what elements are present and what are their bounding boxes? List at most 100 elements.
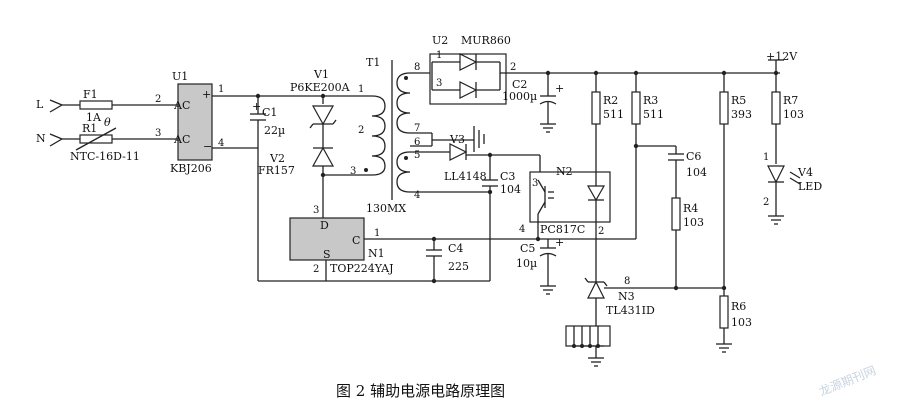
- v4-part: LED: [798, 180, 822, 193]
- u1-ac-bot: AC: [173, 133, 190, 146]
- tl431-ground-pins: [565, 325, 611, 367]
- t1-pin8: 8: [414, 62, 420, 73]
- figure-caption: 图 2 辅助电源电路原理图: [336, 382, 505, 400]
- line-label: L: [36, 98, 44, 111]
- c1-ref: C1: [262, 106, 277, 119]
- regulator-n3: 8 N3 TL431ID: [584, 275, 724, 328]
- r5-ref: R5: [731, 94, 746, 107]
- v1-ref: V1: [313, 68, 329, 81]
- v4-ref: V4: [797, 166, 813, 179]
- controller-n1: D S C N1 TOP224YAJ 3 1 2: [289, 205, 636, 281]
- u1-plus: +: [202, 88, 211, 101]
- c6-ref: C6: [686, 150, 701, 163]
- t1-pin4: 4: [414, 190, 420, 201]
- n2-pin3: 3: [532, 178, 538, 189]
- n2-ref: N2: [556, 165, 573, 178]
- resistor-r4: R4 103: [671, 197, 704, 291]
- capacitor-c5: C5 10µ +: [516, 236, 564, 295]
- f1-ref: F1: [83, 88, 98, 101]
- u1-ref: U1: [172, 70, 188, 83]
- n3-pin8: 8: [624, 276, 630, 287]
- capacitor-c6: C6 104: [636, 145, 707, 198]
- resistor-r7: R7 103: [768, 59, 804, 164]
- c4-value: 225: [448, 260, 469, 273]
- u2-pin3: 3: [436, 78, 442, 89]
- t1-ref: T1: [366, 56, 380, 69]
- capacitor-c3: C3 104: [482, 155, 521, 281]
- c6-value: 104: [686, 166, 707, 179]
- t1-pin2: 2: [358, 125, 364, 136]
- n2-pin4: 4: [519, 224, 525, 235]
- u1-part: KBJ206: [170, 162, 212, 175]
- resistor-r3: R3 511: [631, 73, 664, 239]
- u1-minus: −: [203, 140, 212, 153]
- u2-pin2: 2: [510, 62, 516, 73]
- r3-value: 511: [643, 108, 664, 121]
- n2-part: PC817C: [540, 223, 585, 236]
- t1-part: 130MX: [366, 202, 406, 215]
- r3-ref: R3: [643, 94, 658, 107]
- transformer-t1: T1 130MX 1 2 3 8 7 6 5 4: [322, 56, 490, 218]
- c5-plus: +: [555, 236, 564, 249]
- diode-u2: U2 MUR860 1 3 2: [429, 34, 780, 105]
- n3-part: TL431ID: [606, 304, 655, 317]
- optocoupler-n2: N2 PC817C 3 4 2: [519, 165, 611, 242]
- r1-symbol: θ: [104, 116, 111, 129]
- t1-pin3: 3: [350, 166, 356, 177]
- u2-part: MUR860: [461, 34, 511, 47]
- n1-part: TOP224YAJ: [330, 262, 394, 275]
- n1-pin-d: D: [320, 219, 329, 232]
- t1-pin1: 1: [358, 84, 364, 95]
- c2-value: 1000µ: [502, 90, 537, 103]
- u2-ref: U2: [432, 34, 448, 47]
- c5-ref: C5: [520, 242, 535, 255]
- r1-value: NTC-16D-11: [70, 150, 140, 163]
- c3-ref: C3: [500, 170, 515, 183]
- r5-value: 393: [731, 108, 752, 121]
- n1-pin-c: C: [352, 234, 360, 247]
- r7-ref: R7: [783, 94, 798, 107]
- led-v4: V4 LED 1 2: [763, 152, 822, 225]
- r4-value: 103: [683, 216, 704, 229]
- ground-secondary: [431, 126, 485, 152]
- capacitor-c2: C2 1000µ +: [502, 73, 564, 133]
- r1-ref: R1: [82, 122, 97, 135]
- n1-pin3: 3: [313, 205, 319, 216]
- c4-ref: C4: [448, 242, 463, 255]
- c2-ref: C2: [512, 78, 527, 91]
- u1-ac-top: AC: [173, 99, 190, 112]
- thermistor-r1: R1 θ NTC-16D-11: [70, 116, 178, 163]
- u1-pin3: 3: [155, 128, 161, 139]
- v2-part: FR157: [258, 164, 295, 177]
- neutral-label: N: [36, 132, 46, 145]
- t1-pin7: 7: [414, 123, 420, 134]
- capacitor-c1: C1 + 22µ: [250, 93, 285, 148]
- capacitor-c4: C4 225: [426, 236, 469, 284]
- clamp-v1-v2: V1 P6KE200A V2 FR157: [258, 68, 351, 178]
- f1-value: 1A: [86, 111, 102, 124]
- t1-pin5: 5: [414, 150, 420, 161]
- v3-part: LL4148: [444, 170, 487, 183]
- n1-pin1: 1: [374, 228, 380, 239]
- u1-pin2: 2: [155, 94, 161, 105]
- resistor-r5: R5 393: [719, 73, 752, 291]
- v4-pin2: 2: [763, 197, 769, 208]
- n1-ref: N1: [368, 247, 385, 260]
- r4-ref: R4: [683, 202, 698, 215]
- v1-part: P6KE200A: [290, 81, 351, 94]
- watermark: 龙源期刊网: [817, 363, 878, 398]
- fuse-f1: F1 1A: [79, 88, 178, 124]
- r2-ref: R2: [603, 94, 618, 107]
- c1-plus: +: [252, 100, 261, 113]
- diode-v3: V3 LL4148: [432, 133, 493, 183]
- r2-value: 511: [603, 108, 624, 121]
- u1-pin1: 1: [218, 84, 224, 95]
- c1-value: 22µ: [264, 124, 285, 137]
- r6-value: 103: [731, 316, 752, 329]
- r7-value: 103: [783, 108, 804, 121]
- rail-label: +12V: [766, 50, 798, 63]
- n1-pin-s: S: [323, 248, 331, 261]
- n2-pin2: 2: [598, 226, 604, 237]
- r6-ref: R6: [731, 300, 746, 313]
